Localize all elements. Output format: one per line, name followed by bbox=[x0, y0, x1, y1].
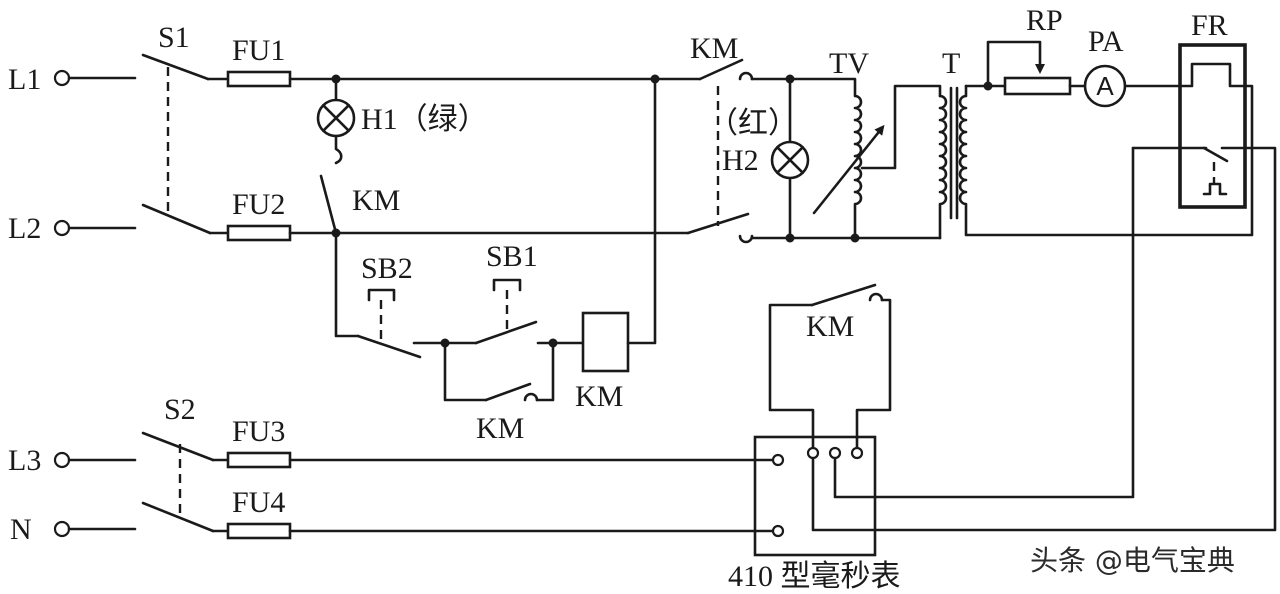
terminal-l1 bbox=[53, 69, 71, 87]
km-lamp-contact-terminal bbox=[334, 134, 343, 165]
fr-bimetal bbox=[1202, 182, 1228, 196]
sb2-contact-blade bbox=[356, 334, 422, 359]
millisecond-meter-box bbox=[753, 435, 877, 557]
rheostat-rp bbox=[1003, 76, 1072, 96]
label-pa: PA bbox=[1088, 25, 1124, 58]
km-lamp-contact-blade bbox=[319, 174, 338, 235]
tv-coil bbox=[788, 77, 863, 240]
sb2-button-cap bbox=[367, 288, 396, 302]
label-n: N bbox=[10, 513, 32, 546]
wire-control-down bbox=[334, 231, 360, 338]
label-km-coil: KM bbox=[575, 380, 623, 413]
meter-terminal bbox=[850, 446, 864, 460]
ammeter-symbol: A bbox=[1096, 71, 1114, 101]
fuse-fu2 bbox=[226, 224, 292, 242]
terminal-n bbox=[53, 520, 71, 538]
wire-hold-left bbox=[443, 341, 488, 402]
switch-s2-blade-l3 bbox=[141, 431, 215, 462]
meter-terminal bbox=[771, 524, 785, 538]
km-main-contact-top-blade bbox=[698, 58, 744, 81]
sb1-button-cap bbox=[492, 278, 522, 292]
t-secondary-coil bbox=[958, 84, 1254, 237]
meter-terminal bbox=[771, 453, 785, 467]
label-km-lamp: KM bbox=[352, 184, 400, 217]
label-h2-color: （红） bbox=[708, 107, 798, 140]
label-t: T bbox=[942, 47, 960, 80]
label-km-main: KM bbox=[690, 32, 738, 65]
fuse-fu1 bbox=[226, 70, 292, 88]
wire-tv-tap bbox=[860, 84, 942, 170]
rp-wiper bbox=[986, 40, 1045, 88]
fr-contact-blade bbox=[1202, 146, 1229, 163]
thermal-relay-fr bbox=[1178, 43, 1247, 209]
label-s1: S1 bbox=[158, 21, 190, 54]
junction-dot bbox=[650, 74, 660, 84]
fr-heater-element bbox=[1178, 62, 1247, 88]
label-h1: H1（绿） bbox=[361, 103, 488, 136]
lamp-h2-cross bbox=[776, 146, 804, 174]
lamp-h1-cross bbox=[322, 104, 350, 132]
label-sb2: SB2 bbox=[361, 252, 413, 285]
km-timer-contact-terminal bbox=[868, 292, 884, 302]
switch-s1-blade-l1 bbox=[141, 53, 210, 81]
sb1-contact-blade bbox=[474, 320, 538, 345]
label-timer-meter: 410 型毫秒表 bbox=[728, 560, 901, 593]
label-sb1: SB1 bbox=[486, 240, 538, 273]
fuse-fu4 bbox=[226, 522, 292, 540]
wire-timer-loop-right bbox=[855, 298, 892, 450]
label-fu4: FU4 bbox=[232, 486, 285, 519]
wire-timer-loop-left bbox=[768, 303, 815, 450]
meter-internal-wire bbox=[811, 456, 877, 532]
label-s2: S2 bbox=[164, 393, 196, 426]
terminal-l3 bbox=[53, 451, 71, 469]
t-core bbox=[949, 86, 959, 220]
terminal-l2 bbox=[53, 219, 71, 237]
wire-hold-right bbox=[535, 341, 555, 402]
label-km-hold: KM bbox=[476, 412, 524, 445]
junction-dot bbox=[850, 233, 860, 243]
label-km-timer: KM bbox=[806, 310, 854, 343]
label-h2: H2 bbox=[722, 144, 759, 177]
label-l2: L2 bbox=[8, 212, 41, 245]
wire-fr-contact-right bbox=[873, 146, 1277, 532]
km-main-contact-top-terminal bbox=[738, 71, 754, 81]
km-hold-contact-blade bbox=[484, 382, 532, 402]
switch-s1-blade-l2 bbox=[141, 203, 212, 235]
fuse-fu3 bbox=[226, 451, 292, 469]
label-l3: L3 bbox=[8, 444, 41, 477]
wire-coil-to-l1 bbox=[626, 77, 657, 345]
switch-s2-blade-n bbox=[141, 501, 215, 533]
km-timer-contact-blade bbox=[810, 283, 877, 307]
meter-terminal bbox=[806, 446, 820, 460]
label-rp: RP bbox=[1026, 4, 1063, 37]
label-l1: L1 bbox=[8, 63, 41, 96]
t-primary-coil bbox=[938, 94, 948, 240]
wire-fr-to-meter bbox=[833, 146, 1135, 499]
label-tv: TV bbox=[829, 47, 869, 80]
km-main-contact-bottom-terminal bbox=[738, 234, 754, 244]
label-fu3: FU3 bbox=[232, 415, 285, 448]
tv-adjust-arrow bbox=[812, 124, 885, 215]
km-hold-contact-terminal bbox=[523, 392, 539, 402]
meter-terminal bbox=[828, 446, 842, 460]
label-fr: FR bbox=[1191, 9, 1228, 42]
label-fu2: FU2 bbox=[232, 188, 285, 221]
watermark: 头条 @电气宝典 bbox=[1030, 544, 1235, 577]
km-coil bbox=[581, 311, 630, 373]
label-fu1: FU1 bbox=[232, 34, 285, 67]
